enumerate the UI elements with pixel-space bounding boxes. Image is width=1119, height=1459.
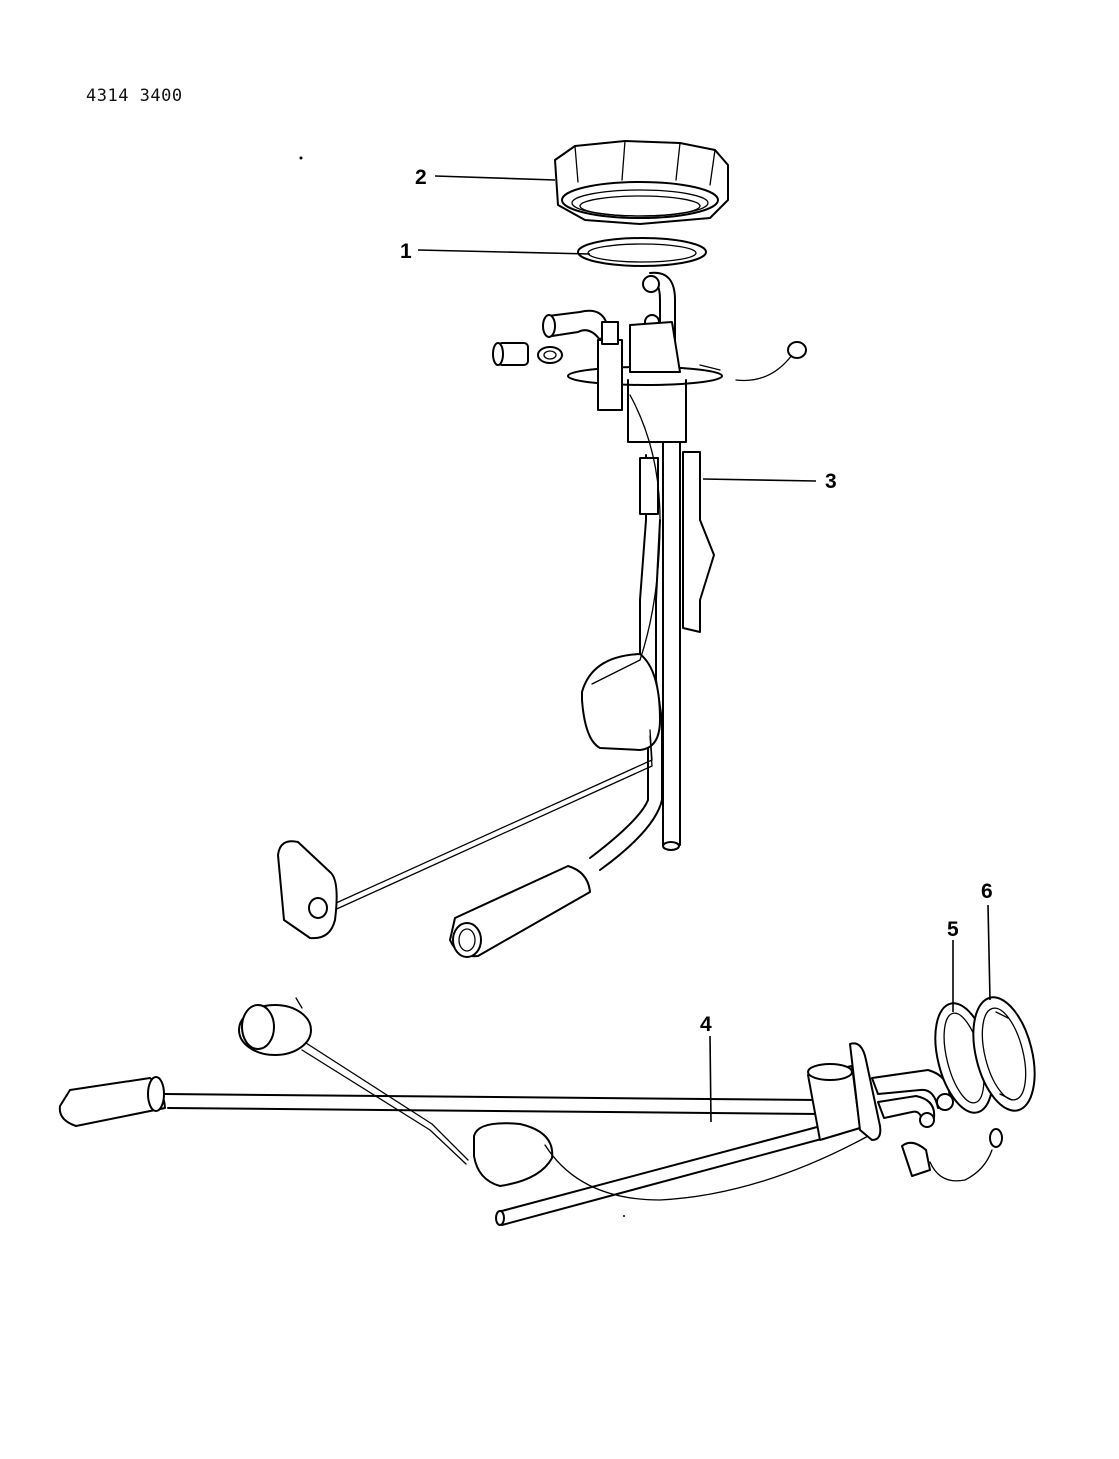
leader-line-3 [702,478,817,482]
leader-line-6 [987,904,991,1001]
diagram-reference-code: 4314 3400 [86,86,183,106]
part-3-sending-unit [277,271,807,958]
callout-4: 4 [700,1013,712,1036]
callout-3: 3 [825,470,837,493]
leader-line-4 [709,1035,712,1123]
callout-1: 1 [400,240,412,263]
callout-2: 2 [415,166,427,189]
callout-6: 6 [981,880,993,903]
leader-line-2 [434,175,556,181]
part-2-lock-ring [554,140,729,225]
leader-line-1 [417,249,591,255]
part-4-sending-unit [58,997,1003,1226]
part-1-gasket [577,237,707,267]
part-6-lock-ring [972,996,1036,1112]
callout-5: 5 [947,918,959,941]
